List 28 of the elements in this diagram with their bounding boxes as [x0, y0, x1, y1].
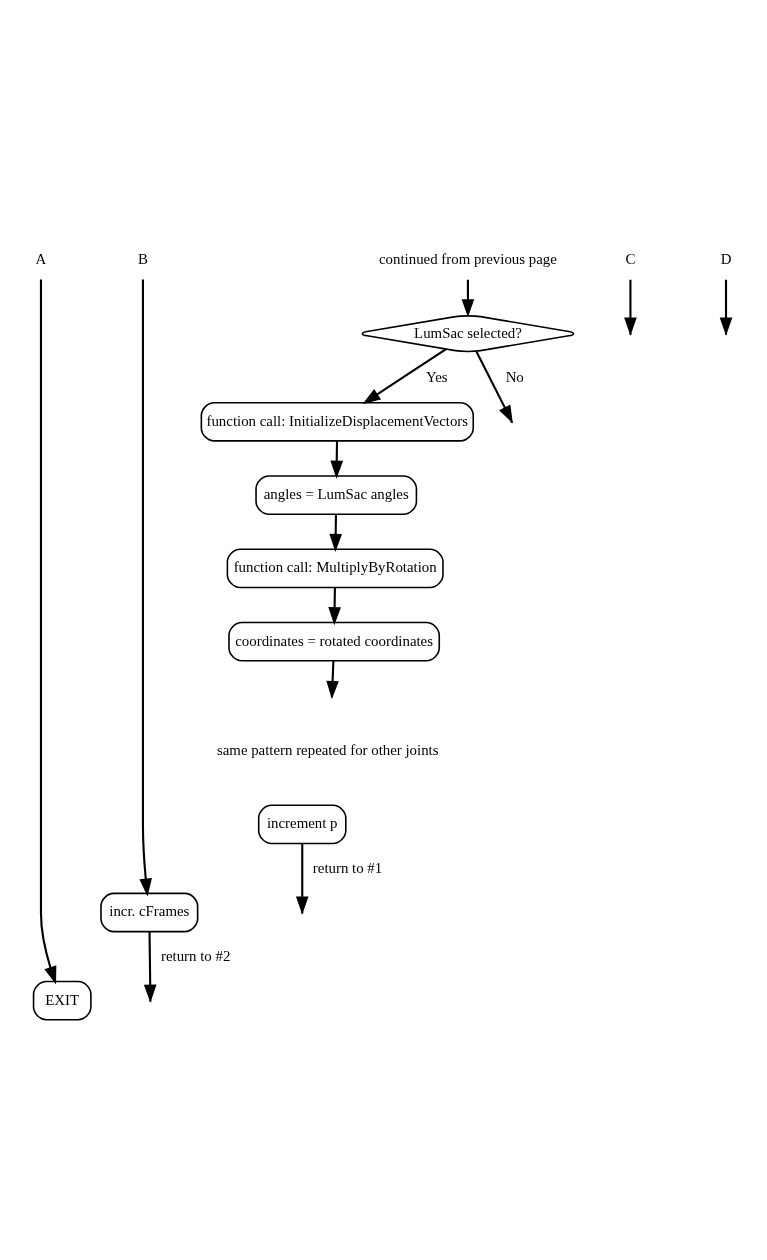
node-box: incr. cFrames: [100, 892, 199, 932]
node-text: B: [137, 250, 148, 267]
node-box: function call: MultiplyByRotation: [226, 547, 444, 588]
node-text: C: [625, 250, 636, 267]
edge-label: No: [505, 368, 524, 385]
node-text: D: [720, 250, 732, 267]
node-box: function call: InitializeDisplacementVectors: [200, 401, 475, 442]
arrow: [139, 279, 153, 896]
node-box: EXIT: [32, 980, 92, 1021]
label: same pattern repeated for other joints: [216, 741, 439, 758]
arrow: [330, 440, 344, 479]
arrow: [719, 279, 733, 336]
arrow: [39, 279, 57, 984]
node-text: A: [35, 250, 47, 267]
edge-label: return to #1: [312, 859, 383, 876]
node-text: continued from previous page: [379, 250, 557, 267]
node-box: increment p: [257, 803, 347, 844]
arrow: [329, 513, 342, 552]
node-box: coordinates = rotated coordinates: [228, 621, 441, 662]
arrow: [143, 931, 157, 1003]
arrow: [461, 279, 475, 317]
arrow: [328, 587, 341, 625]
edge-label: return to #2: [160, 947, 231, 964]
edge-label: Yes: [425, 368, 448, 385]
arrow: [475, 350, 513, 423]
arrow: [624, 279, 637, 336]
node-box: angles = LumSac angles: [255, 474, 418, 515]
arrow: [362, 347, 447, 404]
